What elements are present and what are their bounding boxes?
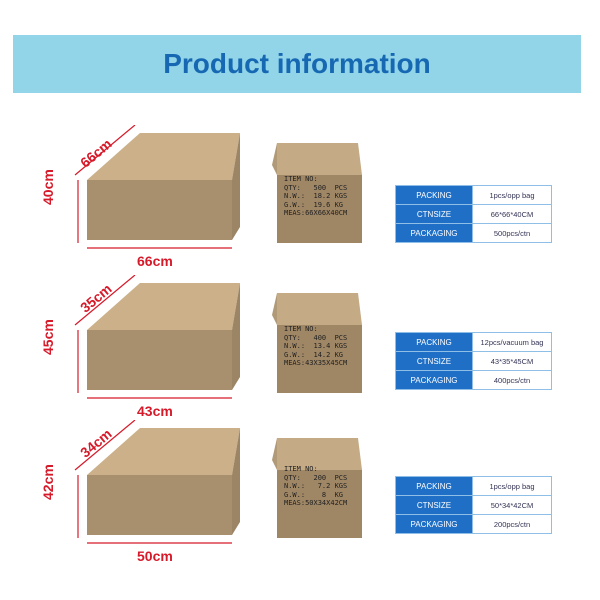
label-line: QTY: 500 PCS <box>284 183 348 192</box>
height-dimension: 45cm <box>40 319 56 355</box>
spec-key: PACKING <box>396 477 472 496</box>
spec-key: PACKING <box>396 186 472 205</box>
label-line: ITEM NO: <box>284 175 318 183</box>
spec-value: 400pcs/ctn <box>472 371 551 389</box>
spec-key: PACKAGING <box>396 224 472 242</box>
label-line: QTY: 200 PCS <box>284 473 348 482</box>
spec-key: CTNSIZE <box>396 205 472 224</box>
spec-value: 43*35*45CM <box>472 352 551 371</box>
width-dimension: 66cm <box>137 253 173 269</box>
page-title: Product information <box>163 48 431 79</box>
label-line: QTY: 400 PCS <box>284 333 348 342</box>
spec-value: 66*66*40CM <box>472 205 551 224</box>
height-dimension: 40cm <box>40 169 56 205</box>
spec-key: CTNSIZE <box>396 352 472 371</box>
label-line: N.W.: 13.4 KGS <box>284 342 348 350</box>
carton-with-label <box>272 143 362 243</box>
carton-with-label <box>272 293 362 393</box>
label-line: G.W.: 14.2 KG <box>284 350 344 359</box>
spec-key: PACKAGING <box>396 371 472 389</box>
spec-value: 200pcs/ctn <box>472 515 551 533</box>
label-line: N.W.: 18.2 KGS <box>284 192 348 200</box>
label-line: ITEM NO: <box>284 465 318 473</box>
spec-key: PACKAGING <box>396 515 472 533</box>
spec-key: PACKING <box>396 333 472 352</box>
spec-value: 12pcs/vacuum bag <box>472 333 551 352</box>
carton-with-label <box>272 438 362 538</box>
label-line: ITEM NO: <box>284 325 318 333</box>
header-banner: Product information <box>13 35 581 93</box>
spec-value: 500pcs/ctn <box>472 224 551 242</box>
carton-illustration <box>74 125 240 249</box>
spec-value: 50*34*42CM <box>472 496 551 515</box>
spec-value: 1pcs/opp bag <box>472 186 551 205</box>
carton-illustration <box>74 420 240 544</box>
spec-value: 1pcs/opp bag <box>472 477 551 496</box>
carton-illustration <box>74 275 240 399</box>
width-dimension: 43cm <box>137 403 173 419</box>
width-dimension: 50cm <box>137 548 173 564</box>
label-line: G.W.: 8 KG <box>284 490 344 499</box>
label-line: MEAS:66X66X40CM <box>284 209 348 217</box>
label-line: MEAS:50X34X42CM <box>284 499 348 507</box>
label-line: N.W.: 7.2 KGS <box>284 482 348 490</box>
label-line: G.W.: 19.6 KG <box>284 200 344 209</box>
height-dimension: 42cm <box>40 464 56 500</box>
label-line: MEAS:43X35X45CM <box>284 359 348 367</box>
spec-key: CTNSIZE <box>396 496 472 515</box>
